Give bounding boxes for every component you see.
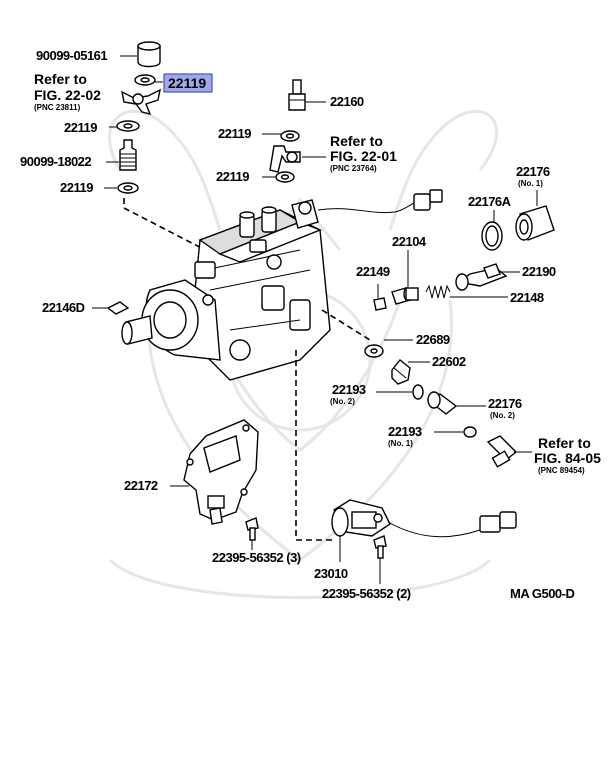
- banjo-bolt-icon[interactable]: [121, 88, 161, 116]
- label-22193-no1[interactable]: 22193: [388, 424, 422, 439]
- label-22602[interactable]: 22602: [432, 354, 466, 369]
- wire-harness-icon: [317, 189, 443, 214]
- sensor-fig-84-05-icon[interactable]: [486, 435, 518, 468]
- label-fig-22-01[interactable]: FIG. 22-01: [330, 148, 397, 164]
- injection-pump-body-icon[interactable]: [121, 199, 331, 381]
- label-refer-to-1: Refer to: [34, 71, 87, 87]
- label-22149[interactable]: 22149: [356, 264, 390, 279]
- pipe-fitting-icon[interactable]: [269, 145, 301, 173]
- label-90099-18022[interactable]: 90099-18022: [20, 154, 92, 169]
- label-22395-56352-2[interactable]: 22395-56352 (2): [322, 586, 411, 601]
- label-22119-a[interactable]: 22119: [64, 120, 98, 135]
- washer-22119-d-icon[interactable]: [275, 171, 295, 183]
- label-22176-no2[interactable]: 22176: [488, 396, 522, 411]
- label-fig-22-02[interactable]: FIG. 22-02: [34, 87, 101, 103]
- washer-22689-icon[interactable]: [364, 344, 384, 358]
- label-22146D[interactable]: 22146D: [42, 300, 85, 315]
- label-pnc-23764: (PNC 23764): [330, 164, 377, 173]
- label-22148[interactable]: 22148: [510, 290, 544, 305]
- bolt-22395-2-icon[interactable]: [373, 535, 387, 559]
- label-22176A[interactable]: 22176A: [468, 194, 512, 209]
- sensor-23010-icon[interactable]: [331, 499, 391, 537]
- label-no2-a: (No. 2): [330, 397, 355, 406]
- label-22689[interactable]: 22689: [416, 332, 450, 347]
- plug-22602-icon[interactable]: [391, 359, 411, 385]
- washer-22119-highlight-icon[interactable]: [134, 74, 156, 86]
- cap-22146D-icon[interactable]: [106, 301, 130, 315]
- label-22104[interactable]: 22104: [392, 234, 427, 249]
- o-ring-22176A-icon[interactable]: [481, 221, 503, 251]
- label-22119-b[interactable]: 22119: [60, 180, 94, 195]
- valve-22190-icon[interactable]: [455, 263, 508, 291]
- washer-22119-a-icon[interactable]: [116, 120, 140, 132]
- bolt-22160-icon[interactable]: [288, 79, 306, 111]
- cap-90099-05161-icon[interactable]: [137, 41, 161, 68]
- label-refer-to-3: Refer to: [538, 435, 591, 451]
- label-90099-05161[interactable]: 90099-05161: [36, 48, 108, 63]
- label-22193-no2[interactable]: 22193: [332, 382, 366, 397]
- diagram-code: MA G500-D: [510, 586, 574, 601]
- label-pnc-89454: (PNC 89454): [538, 466, 585, 475]
- hollow-screw-90099-18022-icon[interactable]: [119, 139, 137, 171]
- spring-22148-icon[interactable]: [425, 284, 451, 299]
- label-no1-b: (No. 1): [388, 439, 413, 448]
- connector-23010-icon: [479, 511, 517, 533]
- label-no1-a: (No. 1): [518, 179, 543, 188]
- label-23010[interactable]: 23010: [314, 566, 348, 581]
- highlight-box: [163, 73, 213, 93]
- label-22172[interactable]: 22172: [124, 478, 158, 493]
- label-22119-c[interactable]: 22119: [218, 126, 252, 141]
- label-no2-b: (No. 2): [490, 411, 515, 420]
- plug-22176-no1-icon[interactable]: [515, 205, 555, 241]
- o-ring-22193-no1-icon[interactable]: [463, 426, 477, 438]
- washer-22119-c-icon[interactable]: [280, 130, 300, 142]
- o-ring-22193-no2-icon[interactable]: [412, 384, 424, 400]
- label-pnc-23811: (PNC 23811): [34, 103, 81, 112]
- washer-22149-icon[interactable]: [373, 297, 387, 311]
- label-22160[interactable]: 22160: [330, 94, 364, 109]
- bracket-22172-icon[interactable]: [183, 419, 259, 525]
- label-22176-no1[interactable]: 22176: [516, 164, 550, 179]
- washer-22119-b-icon[interactable]: [117, 182, 139, 194]
- label-fig-84-05[interactable]: FIG. 84-05: [534, 450, 601, 466]
- label-refer-to-2: Refer to: [330, 133, 383, 149]
- label-22119-highlight[interactable]: 22119: [168, 75, 206, 91]
- label-22395-56352-3[interactable]: 22395-56352 (3): [212, 550, 301, 565]
- label-22190[interactable]: 22190: [522, 264, 556, 279]
- bolt-22395-3-icon[interactable]: [245, 517, 259, 541]
- label-22119-d[interactable]: 22119: [216, 169, 250, 184]
- plunger-22104-icon[interactable]: [391, 287, 419, 305]
